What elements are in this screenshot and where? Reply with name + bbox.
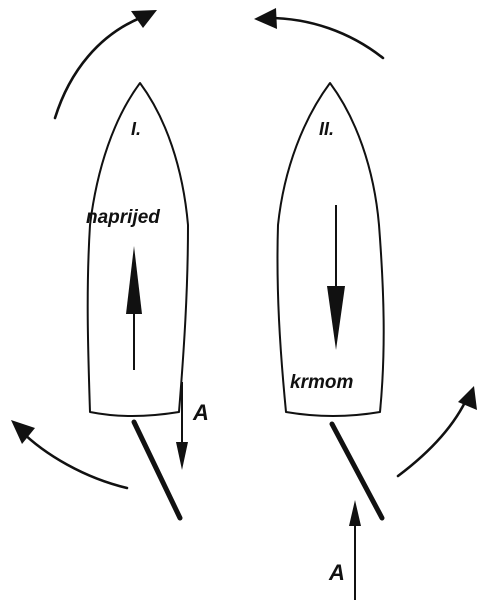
boat-one: I. naprijed	[86, 82, 189, 521]
rotation-arrow-top-left	[53, 16, 142, 120]
force-a-left-head	[176, 442, 188, 470]
rotation-arrow-top-left-head	[131, 10, 157, 28]
boat-one-hull	[86, 82, 189, 417]
rotation-arrow-top-right	[266, 16, 385, 60]
boat-two-numeral: II.	[319, 119, 334, 139]
rotation-arcs	[11, 8, 477, 490]
boat-one-motion-arrow-head	[126, 246, 142, 314]
rotation-arrow-bottom-left	[18, 428, 129, 490]
force-a-right-head	[349, 500, 361, 526]
boat-one-rudder	[131, 419, 183, 521]
boat-one-direction-label: naprijed	[86, 207, 160, 228]
force-a-right-label: A	[328, 560, 345, 585]
rotation-arrow-top-right-head	[254, 8, 277, 29]
force-a-left: A	[176, 382, 209, 470]
boat-one-numeral: I.	[131, 119, 141, 139]
boat-two-motion-arrow-head	[327, 286, 345, 350]
rotation-arrow-bottom-right-head	[458, 386, 477, 410]
rotation-arrow-bottom-right	[396, 394, 470, 478]
boat-two: II. krmom	[276, 82, 385, 521]
boat-two-rudder	[329, 421, 385, 521]
boat-two-direction-label: krmom	[290, 372, 353, 393]
force-a-right: A	[328, 500, 361, 600]
rotation-arrow-bottom-left-head	[11, 420, 35, 444]
boat-two-hull	[276, 82, 385, 417]
force-a-left-label: A	[192, 400, 209, 425]
